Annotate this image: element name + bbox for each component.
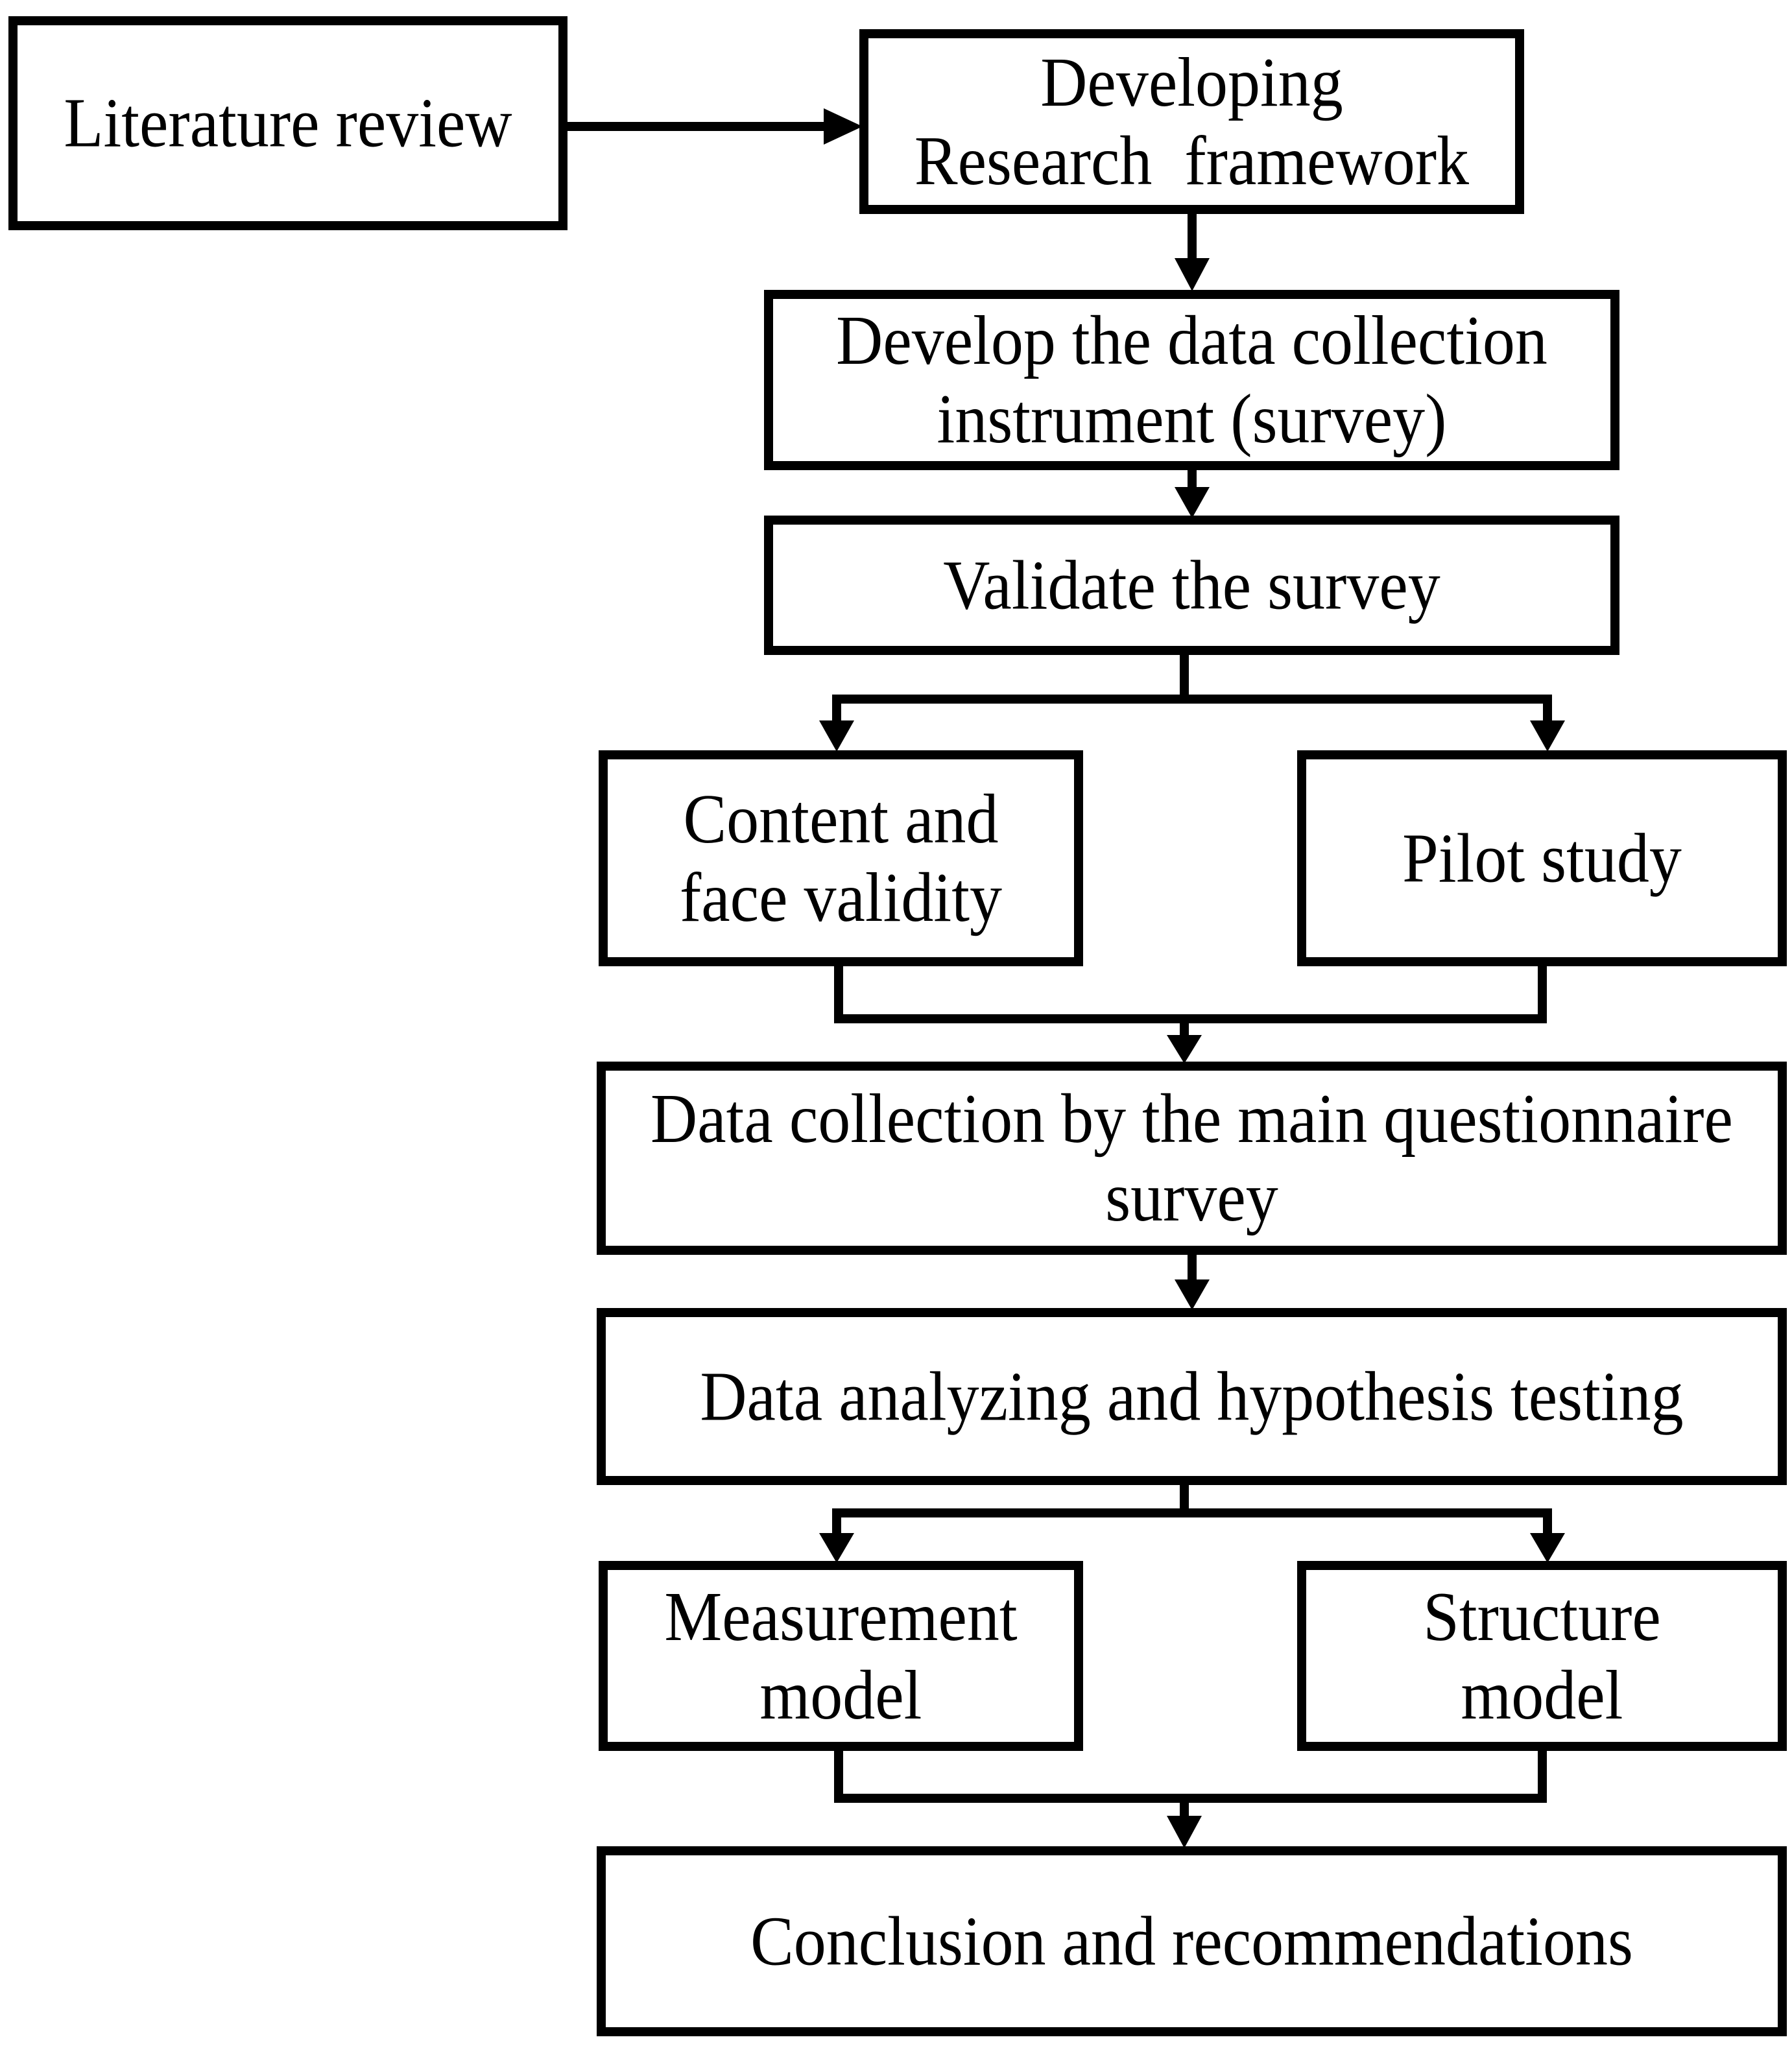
branch-validate-split — [819, 654, 1565, 752]
node-pilot-study: Pilot study — [1297, 750, 1787, 966]
node-data-analyzing-hypothesis-testing: Data analyzing and hypothesis testing — [597, 1308, 1787, 1485]
arrow-literature-to-framework — [563, 108, 863, 145]
node-measurement-model: Measurement model — [599, 1561, 1083, 1751]
branch-analyzing-split — [819, 1484, 1565, 1563]
arrow-framework-to-instrument — [1175, 214, 1210, 291]
node-structure-model-label: Structure model — [1423, 1577, 1661, 1734]
node-validate-survey: Validate the survey — [764, 516, 1619, 655]
node-developing-research-framework-label: Developing Research framework — [914, 43, 1470, 200]
node-measurement-model-label: Measurement model — [664, 1577, 1018, 1734]
node-develop-data-collection-instrument: Develop the data collection instrument (… — [764, 290, 1619, 470]
node-conclusion-recommendations: Conclusion and recommendations — [597, 1846, 1787, 2036]
merge-to-conclusion — [834, 1750, 1547, 1848]
node-data-collection-main-questionnaire: Data collection by the main questionnair… — [597, 1062, 1787, 1255]
node-literature-review-label: Literature review — [64, 84, 512, 162]
node-data-analyzing-hypothesis-testing-label: Data analyzing and hypothesis testing — [700, 1357, 1684, 1435]
node-develop-data-collection-instrument-label: Develop the data collection instrument (… — [836, 302, 1547, 458]
node-conclusion-recommendations-label: Conclusion and recommendations — [750, 1902, 1633, 1980]
node-validate-survey-label: Validate the survey — [943, 546, 1440, 624]
arrow-datacollection-to-analyzing — [1175, 1254, 1210, 1310]
node-literature-review: Literature review — [8, 16, 567, 230]
merge-to-data-collection — [834, 965, 1547, 1064]
node-developing-research-framework: Developing Research framework — [859, 29, 1524, 214]
node-content-face-validity: Content and face validity — [599, 750, 1083, 966]
node-structure-model: Structure model — [1297, 1561, 1787, 1751]
node-pilot-study-label: Pilot study — [1402, 819, 1682, 897]
node-content-face-validity-label: Content and face validity — [680, 779, 1002, 936]
node-data-collection-main-questionnaire-label: Data collection by the main questionnair… — [651, 1080, 1733, 1236]
arrow-instrument-to-validate — [1175, 469, 1210, 518]
